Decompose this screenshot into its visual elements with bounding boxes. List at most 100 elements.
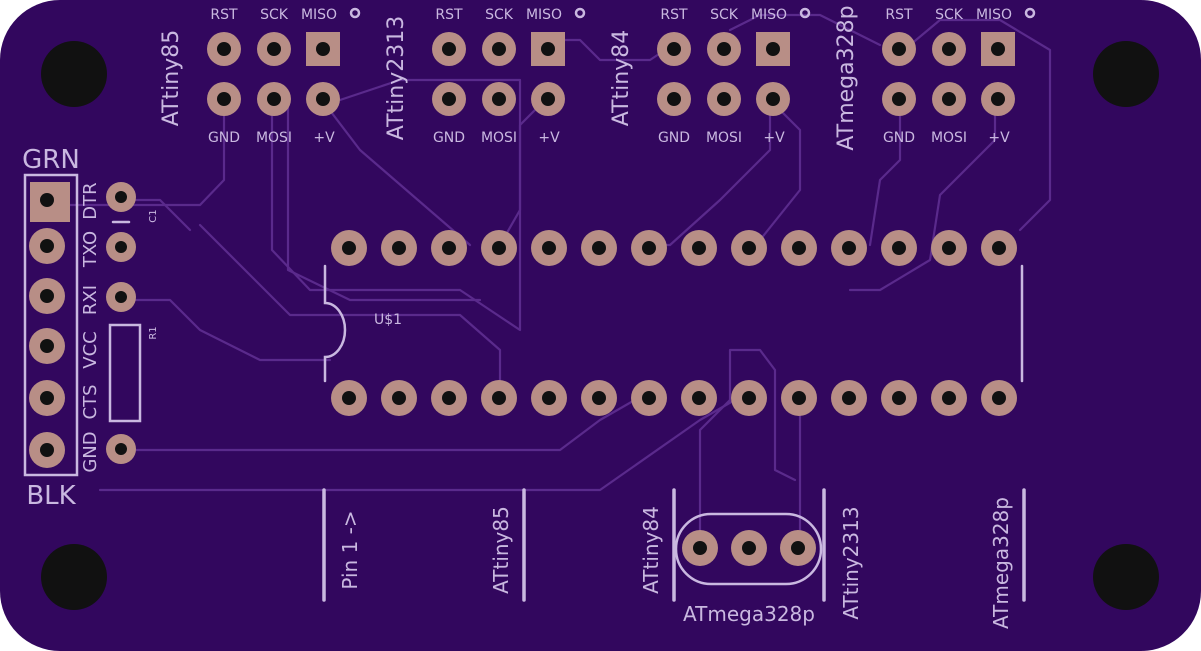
ftdi-pin-label-gnd: GND [80,431,101,472]
pin-label-sck: SCK [935,7,964,23]
pin-label-vcc: +V [313,130,335,146]
pin-label-rst: RST [210,7,238,23]
socket-drill [542,241,556,255]
ftdi-pin-label-vcc: VCC [80,331,101,368]
isp-header-attiny2313: ATtiny2313 RST SCK MISO GND MOSI +V [384,7,586,146]
isp-header-attiny84: ATtiny84 RST SCK MISO GND MOSI +V [609,7,811,146]
socket-label: U$1 [374,312,402,328]
resistor-body [108,323,142,423]
pin1-marker [349,7,361,19]
socket-drill [442,391,456,405]
pin-label-mosi: MOSI [256,130,292,146]
pin-label-miso: MISO [301,7,337,23]
socket-drill [442,241,456,255]
mounting-holes [41,41,1159,610]
isp-header-atmega328p: ATmega328p RST SCK MISO GND MOSI +V [834,5,1036,151]
pin-label-gnd: GND [658,130,690,146]
resistor-label: R1 [148,326,159,339]
socket-notch [323,264,347,383]
mounting-hole-bottom-left [41,544,107,610]
socket-drill [892,241,906,255]
ftdi-outline [23,173,79,477]
pin-label-mosi: MOSI [706,130,742,146]
socket-drill [692,391,706,405]
socket-drill [492,391,506,405]
crystal [674,512,823,586]
ftdi-pin-label-cts: CTS [80,385,101,420]
isp-headers: ATtiny85 RST SCK MISO GND MOSI +V ATtiny… [159,5,1036,151]
socket-drill [692,241,706,255]
pin-label-mosi: MOSI [931,130,967,146]
socket-drill [492,241,506,255]
isp-header-attiny85: ATtiny85 RST SCK MISO GND MOSI +V [159,7,361,146]
pin-label-sck: SCK [710,7,739,23]
socket-drill [992,391,1006,405]
mounting-hole-top-right [1093,41,1159,107]
atmega328p-label: ATmega328p [989,497,1013,629]
pin1-label: Pin 1 -> [338,510,362,589]
ftdi-top-label: GRN [22,145,80,175]
pin1-marker [574,7,586,19]
socket-drill [642,391,656,405]
pin1-marker [1024,7,1036,19]
socket-drill [842,391,856,405]
socket-drill [542,391,556,405]
pin-label-vcc: +V [988,130,1010,146]
socket-drill [992,241,1006,255]
socket-drill [942,241,956,255]
ftdi-header: GRN BLK DTR TXO RXI VCC CTS GND [22,145,101,511]
crystal-outline [674,512,823,586]
isp-chip-label: ATtiny85 [159,30,184,126]
pin-label-sck: SCK [260,7,289,23]
pin-label-rst: RST [660,7,688,23]
socket-drill [792,241,806,255]
mounting-hole-bottom-right [1093,544,1159,610]
pin-label-miso: MISO [526,7,562,23]
isp-chip-label: ATtiny2313 [384,16,409,140]
pin-label-gnd: GND [208,130,240,146]
pin-label-miso: MISO [976,7,1012,23]
attiny84-label: ATtiny84 [639,506,663,594]
socket-drill [592,391,606,405]
socket-drill [842,241,856,255]
socket-drill [342,391,356,405]
pin-label-vcc: +V [763,130,785,146]
socket-drill [942,391,956,405]
socket-drill [592,241,606,255]
isp-chip-label: ATmega328p [834,5,859,150]
ftdi-pin-label-txo: TXO [80,231,101,268]
bottom-labels: Pin 1 -> ATtiny85 ATtiny84 ATmega328p AT… [322,488,1026,629]
socket-drill [642,241,656,255]
ftdi-pin-label-rxi: RXI [80,285,101,315]
attiny2313-label: ATtiny2313 [839,506,863,619]
attiny85-label: ATtiny85 [489,506,513,594]
isp-chip-label: ATtiny84 [609,30,634,126]
pin-label-sck: SCK [485,7,514,23]
socket-drill [892,391,906,405]
pin-label-rst: RST [885,7,913,23]
capacitor-c1: C1 [106,182,159,262]
pin-label-mosi: MOSI [481,130,517,146]
capacitor-label: C1 [148,209,159,222]
socket-pads [331,230,1017,416]
socket-drill [392,391,406,405]
mounting-hole-top-left [41,41,107,107]
resistor-r1: R1 [106,282,159,464]
socket-drill [342,241,356,255]
pin-label-vcc: +V [538,130,560,146]
socket-drill [392,241,406,255]
pin-label-miso: MISO [751,7,787,23]
pin1-marker [799,7,811,19]
socket-drill [742,391,756,405]
ftdi-pin-label-dtr: DTR [80,182,101,219]
ftdi-bottom-label: BLK [26,481,76,511]
pin-label-gnd: GND [433,130,465,146]
copper-traces [68,13,1052,550]
pin-label-rst: RST [435,7,463,23]
ic-socket: U$1 [323,230,1024,416]
socket-drill [792,391,806,405]
pin-label-gnd: GND [883,130,915,146]
socket-drill [742,241,756,255]
